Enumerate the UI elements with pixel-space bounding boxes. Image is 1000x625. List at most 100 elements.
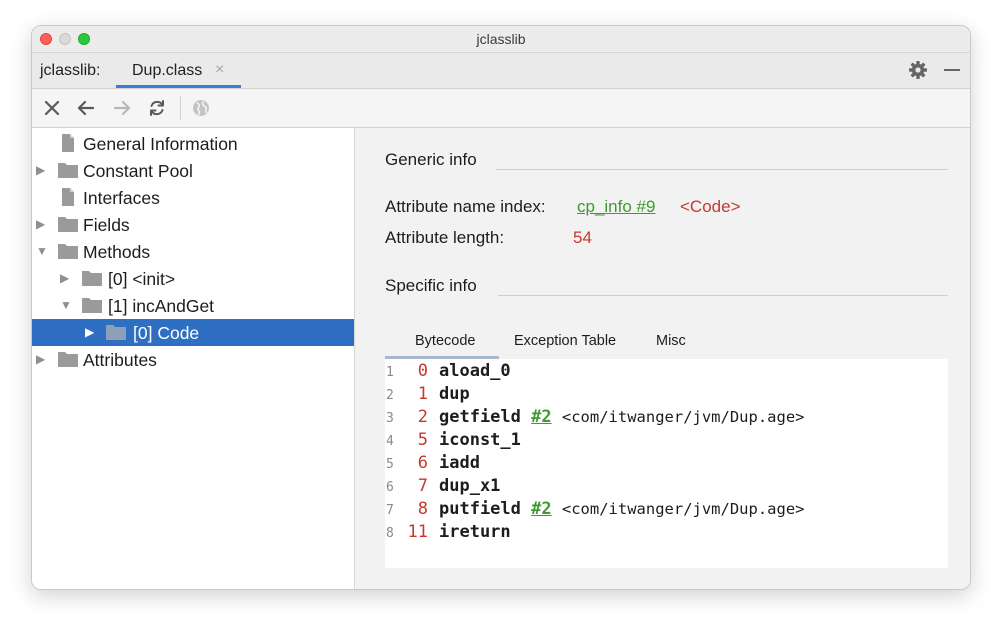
window-maximize-button[interactable] [78,33,90,45]
tab-dup-class[interactable]: Dup.class × [116,53,241,88]
bytecode-row: 6 7 dup_x1 [385,475,948,498]
bytecode-instruction: iadd [439,453,480,473]
bytecode-row: 7 8 putfield #2 <com/itwanger/jvm/Dup.age> [385,498,948,521]
tree-item-methods[interactable]: ▼ Methods [32,238,354,265]
bytecode-offset: 8 [417,499,428,519]
detail-pane: Generic info Attribute name index: cp_in… [355,128,970,589]
specific-info-tabs: Bytecode Exception Table Misc [385,326,948,359]
toolbar-separator [180,96,181,120]
opcode: getfield [439,407,521,427]
bytecode-row: 5 6 iadd [385,452,948,475]
tree-item-method-incandget[interactable]: ▼ [1] incAndGet [32,292,354,319]
tree-item-fields[interactable]: ▶ Fields [32,211,354,238]
field-ref-comment: <com/itwanger/jvm/Dup.age> [561,500,805,518]
constant-pool-ref-link[interactable]: #2 [531,499,552,519]
window-minimize-button[interactable] [59,33,71,45]
bytecode-offset: 1 [417,384,428,404]
opcode: iconst_1 [439,430,521,450]
bytecode-instruction: aload_0 [439,361,511,381]
tab-exception-table[interactable]: Exception Table [514,333,617,349]
tab-misc[interactable]: Misc [656,333,686,349]
tree-item-label: Fields [83,215,130,235]
expand-arrow-icon[interactable]: ▶ [36,352,46,366]
opcode: putfield [439,499,521,519]
toolbar [32,89,970,128]
folder-icon [82,298,102,313]
tree-item-method-init[interactable]: ▶ [0] <init> [32,265,354,292]
tree-item-attributes[interactable]: ▶ Attributes [32,346,354,373]
bytecode-instruction: putfield #2 <com/itwanger/jvm/Dup.age> [439,499,805,519]
bytecode-offset: 6 [417,453,428,473]
bytecode-instruction: iconst_1 [439,430,521,450]
editor-tab-bar: jclasslib: Dup.class × [32,53,970,89]
folder-icon [106,325,126,340]
tab-label: Dup.class [132,62,203,79]
expand-arrow-icon[interactable]: ▶ [85,325,95,339]
bytecode-instruction: getfield #2 <com/itwanger/jvm/Dup.age> [439,407,805,427]
bytecode-offset: 7 [417,476,428,496]
line-number: 6 [386,480,394,495]
opcode: iadd [439,453,480,473]
window-title: jclasslib [476,31,526,47]
bytecode-instruction: dup_x1 [439,476,500,496]
line-number: 7 [386,503,394,518]
line-number: 1 [386,365,394,380]
close-icon[interactable] [42,98,62,118]
cp-info-link[interactable]: cp_info #9 [577,197,656,216]
tree-item-label: Methods [83,242,151,262]
expand-arrow-icon[interactable]: ▶ [36,163,46,177]
tree-item-label: Attributes [83,350,157,370]
tab-bar-prefix: jclasslib: [40,62,101,79]
attribute-name-index-label: Attribute name index: [385,197,546,216]
folder-icon [58,163,78,178]
line-number: 3 [386,411,394,426]
tab-bytecode[interactable]: Bytecode [415,333,476,349]
opcode: dup [439,384,470,404]
arrow-right-icon[interactable] [112,98,132,118]
page-icon [62,134,74,152]
constant-pool-ref-link[interactable]: #2 [531,407,552,427]
tree-item-interfaces[interactable]: Interfaces [32,184,354,211]
bytecode-offset: 5 [417,430,428,450]
refresh-icon[interactable] [147,98,167,118]
folder-icon [82,271,102,286]
gear-icon[interactable] [908,60,928,80]
generic-info-divider [496,169,948,170]
tree-item-general-information[interactable]: General Information [32,130,354,157]
opcode: aload_0 [439,361,511,381]
opcode: dup_x1 [439,476,501,496]
app-window: jclasslib jclasslib: Dup.class × [31,25,971,590]
window-close-button[interactable] [40,33,52,45]
line-number: 5 [386,457,394,472]
tab-close-icon[interactable]: × [215,61,225,78]
specific-info-title: Specific info [385,276,477,295]
bytecode-offset: 0 [417,361,428,381]
bytecode-row: 1 0 aload_0 [385,360,948,383]
opcode: ireturn [439,522,511,542]
arrow-left-icon[interactable] [76,98,96,118]
attribute-length-value: 54 [573,228,592,247]
attribute-length-label: Attribute length: [385,228,505,247]
collapse-arrow-icon[interactable]: ▼ [36,244,48,258]
expand-arrow-icon[interactable]: ▶ [36,217,46,231]
attribute-name-value: <Code> [680,197,741,216]
bytecode-offset: 11 [407,522,428,542]
tree-item-constant-pool[interactable]: ▶ Constant Pool [32,157,354,184]
tree-item-label: [0] <init> [108,269,176,289]
collapse-arrow-icon[interactable]: ▼ [60,298,72,312]
specific-info-divider [498,295,948,296]
minimize-icon[interactable] [944,69,960,71]
bytecode-instruction: ireturn [439,522,511,542]
tree-item-label: [0] Code [133,323,200,343]
expand-arrow-icon[interactable]: ▶ [60,271,70,285]
globe-icon[interactable] [191,98,211,118]
tree-item-label: Interfaces [83,188,160,208]
tree-item-label: Constant Pool [83,161,193,181]
folder-icon [58,244,78,259]
tree-item-code[interactable]: ▶ [0] Code [32,319,354,346]
